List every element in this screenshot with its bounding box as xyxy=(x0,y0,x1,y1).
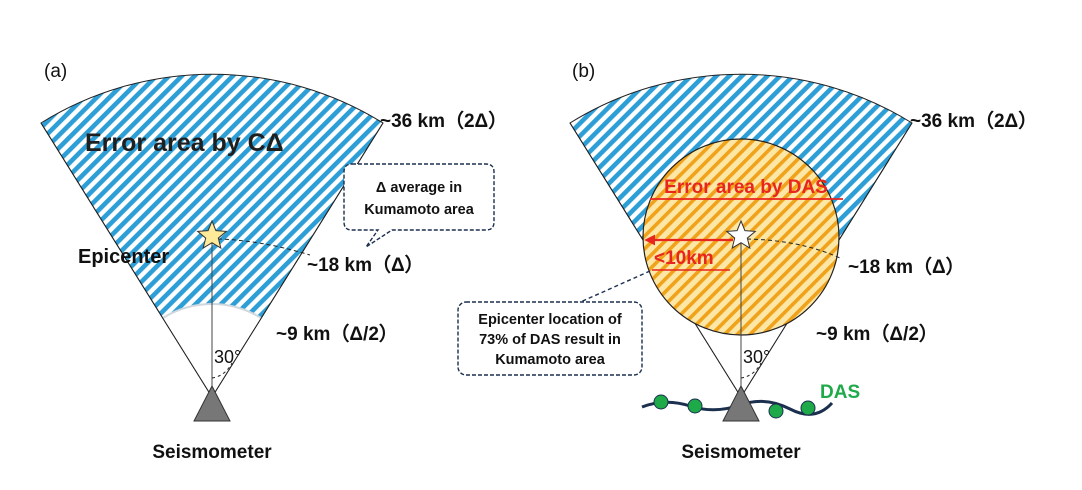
panel-a: (a) 30° Error area by CΔ Epicenter Δ ave… xyxy=(40,61,507,463)
panel-b-label: (b) xyxy=(572,61,595,82)
panel-a-dist-outer: ~36 km（2Δ） xyxy=(380,109,507,132)
panel-b-angle: 30° xyxy=(743,347,770,367)
panel-a-angle: 30° xyxy=(214,347,241,367)
panel-a-seismometer-icon xyxy=(193,384,231,422)
panel-a-label: (a) xyxy=(44,61,67,82)
panel-a-callout-line-1: Δ average in xyxy=(376,180,462,196)
panel-b-das-sensor-icon xyxy=(768,403,784,419)
panel-a-dist-mid: ~18 km（Δ） xyxy=(307,253,424,276)
panel-b-callout-line-2: 73% of DAS result in xyxy=(479,332,621,348)
panel-a-epicenter-label: Epicenter xyxy=(78,246,169,268)
panel-b-seismometer-icon xyxy=(722,384,760,422)
panel-a-callout-line-2: Kumamoto area xyxy=(364,202,475,218)
panel-a-error-area-label: Error area by CΔ xyxy=(85,129,284,157)
panel-a-epicenter-star-icon xyxy=(196,219,228,250)
panel-b-das-sensor-icon xyxy=(800,400,816,416)
panel-b-station-label: Seismometer xyxy=(681,442,801,463)
panel-a-station-label: Seismometer xyxy=(152,442,272,463)
panel-b-das-sensor-icon xyxy=(687,398,703,414)
panel-b-distance-label: <10km xyxy=(654,248,714,269)
panel-b-callout-pointer xyxy=(575,270,651,305)
panel-a-dist-inner: ~9 km（Δ/2） xyxy=(276,322,398,345)
panel-b-error-area-label: Error area by DAS xyxy=(664,177,828,198)
panel-a-angle-arc xyxy=(211,362,233,379)
panel-b-das-sensor-icon xyxy=(653,394,669,410)
panel-b-dist-outer: ~36 km（2Δ） xyxy=(910,109,1037,132)
panel-a-mid-arc xyxy=(217,238,311,256)
panel-a-callout xyxy=(343,163,495,248)
panel-b-dist-mid: ~18 km（Δ） xyxy=(848,255,965,278)
panel-b-epicenter-star-icon xyxy=(725,219,757,250)
panel-b-dist-inner: ~9 km（Δ/2） xyxy=(816,322,938,345)
panel-b: (b) 30° Error area by DAS <10km Epicente… xyxy=(457,61,1037,463)
panel-b-callout-line-1: Epicenter location of xyxy=(478,312,622,328)
panel-b-angle-arc xyxy=(740,362,762,379)
panel-b-callout xyxy=(457,301,643,376)
panel-b-das-label: DAS xyxy=(820,382,860,403)
panel-b-callout-line-3: Kumamoto area xyxy=(495,352,606,368)
panel-b-mid-arc xyxy=(746,238,841,259)
